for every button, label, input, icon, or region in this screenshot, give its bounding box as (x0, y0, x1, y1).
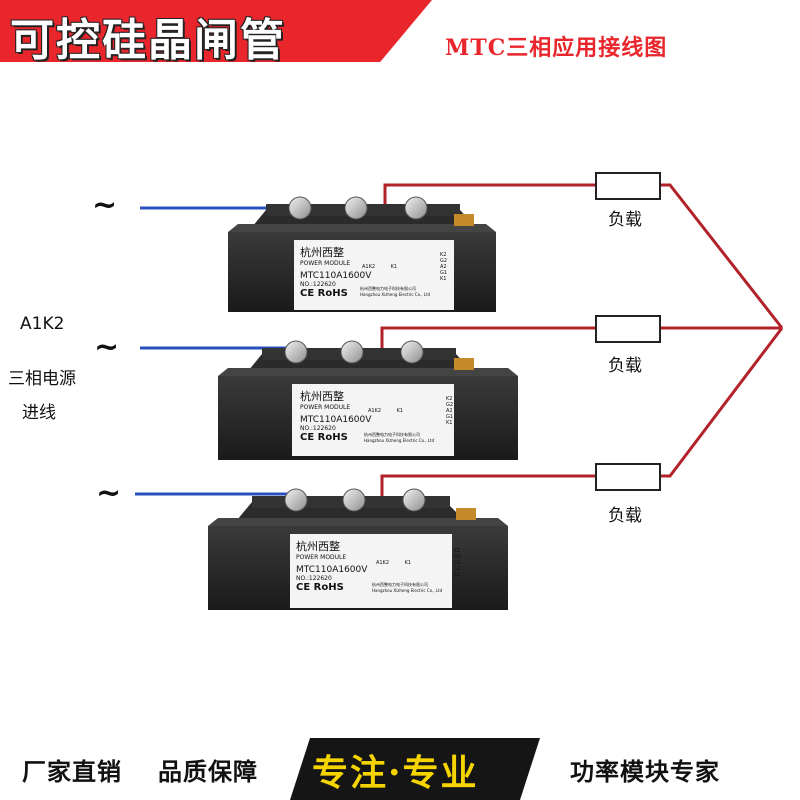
module-number: NO.:122620 (300, 281, 336, 288)
page-subtitle: MTC三相应用接线图 (445, 35, 668, 61)
pin-a2: A2 (446, 408, 453, 414)
maker-en: Hangzhou Xizheng Electric Co., Ltd (364, 438, 435, 443)
pin-g2: G2 (440, 258, 448, 264)
module-2-pins: A1K2 K1 (368, 408, 468, 414)
pin-g2: G2 (454, 554, 462, 560)
pin-terminal: A1K2 (368, 408, 382, 414)
load-box-3 (595, 463, 661, 491)
maker-en: Hangzhou Xizheng Electric Co., Ltd (360, 292, 431, 297)
module-brand: 杭州西整 (300, 390, 344, 403)
thyristor-module-2 (218, 340, 518, 460)
pin-g2: G2 (446, 402, 454, 408)
footer-slogan-bg (290, 738, 540, 800)
module-2-label: 杭州西整 POWER MODULE MTC110A1600V NO.:12262… (300, 388, 450, 443)
module-cert: CE RoHS (296, 582, 344, 593)
module-1-pins: A1K2 K1 (362, 264, 462, 270)
footer-direct-sale: 厂家直销 (22, 758, 122, 786)
module-number: NO.:122620 (296, 575, 332, 582)
pin-a2: A2 (454, 560, 461, 566)
pin-k1: K1 (446, 420, 453, 426)
load-label-3: 负载 (608, 506, 642, 526)
pin-a2: A2 (440, 264, 447, 270)
load-box-1 (595, 172, 661, 200)
module-3-label: 杭州西整 POWER MODULE MTC110A1600V NO.:12262… (296, 538, 446, 593)
module-type: POWER MODULE (296, 554, 347, 561)
module-1-pin-list: K2 G2 A2 G1 K1 (440, 252, 447, 282)
pin-k1: K1 (454, 572, 461, 578)
pin-k2: K2 (446, 396, 453, 402)
load-label-2: 负载 (608, 356, 642, 376)
page-title: 可控硅晶闸管 (10, 15, 286, 66)
module-model: MTC110A1600V (296, 565, 368, 575)
pin-g1: G1 (454, 566, 462, 572)
power-input-label-2: 进线 (22, 403, 56, 423)
module-type: POWER MODULE (300, 260, 351, 267)
pin-k2: K2 (440, 252, 447, 258)
thyristor-module-3 (208, 488, 508, 610)
pin-terminal: A1K2 (376, 560, 390, 566)
star-wire-3 (660, 327, 784, 478)
module-2-maker: 杭州西整电力电子科技有限公司 Hangzhou Xizheng Electric… (364, 432, 474, 443)
pin-terminal: A1K2 (362, 264, 376, 270)
ac-symbol-1: ~ (92, 188, 118, 223)
pin-g1: G1 (446, 414, 454, 420)
footer-quality: 品质保障 (158, 758, 258, 786)
maker-cn: 杭州西整电力电子科技有限公司 (372, 582, 428, 587)
star-wire-1 (660, 183, 784, 329)
module-brand: 杭州西整 (300, 246, 344, 259)
terminal-label: A1K2 (20, 314, 65, 334)
pin-g1: G1 (440, 270, 448, 276)
module-1-maker: 杭州西整电力电子科技有限公司 Hangzhou Xizheng Electric… (360, 286, 470, 297)
pin-k1: K1 (396, 408, 404, 414)
module-1-label: 杭州西整 POWER MODULE MTC110A1600V NO.:12262… (300, 244, 450, 299)
pin-k1: K1 (440, 276, 447, 282)
module-type: POWER MODULE (300, 404, 351, 411)
maker-en: Hangzhou Xizheng Electric Co., Ltd (372, 588, 443, 593)
maker-cn: 杭州西整电力电子科技有限公司 (364, 432, 420, 437)
module-3-pin-list: K2 G2 A2 G1 K1 (454, 548, 461, 578)
load-label-1: 负载 (608, 210, 642, 230)
module-cert: CE RoHS (300, 432, 348, 443)
module-3-maker: 杭州西整电力电子科技有限公司 Hangzhou Xizheng Electric… (372, 582, 482, 593)
footer-slogan: 专注·专业 (312, 752, 479, 794)
thyristor-module-1 (228, 196, 496, 312)
maker-cn: 杭州西整电力电子科技有限公司 (360, 286, 416, 291)
footer-expert: 功率模块专家 (570, 758, 720, 786)
module-model: MTC110A1600V (300, 271, 372, 281)
ac-symbol-3: ~ (96, 476, 122, 511)
header-banner (0, 0, 432, 62)
load-box-2 (595, 315, 661, 343)
module-brand: 杭州西整 (296, 540, 340, 553)
pin-k2: K2 (454, 548, 461, 554)
module-cert: CE RoHS (300, 288, 348, 299)
module-model: MTC110A1600V (300, 415, 372, 425)
module-2-pin-list: K2 G2 A2 G1 K1 (446, 396, 453, 426)
pin-k1: K1 (404, 560, 412, 566)
wiring-diagram (135, 172, 784, 610)
ac-symbol-2: ~ (94, 330, 120, 365)
pin-k1: K1 (390, 264, 398, 270)
module-number: NO.:122620 (300, 425, 336, 432)
module-3-pins: A1K2 K1 (376, 560, 476, 566)
power-input-label-1: 三相电源 (8, 369, 76, 389)
